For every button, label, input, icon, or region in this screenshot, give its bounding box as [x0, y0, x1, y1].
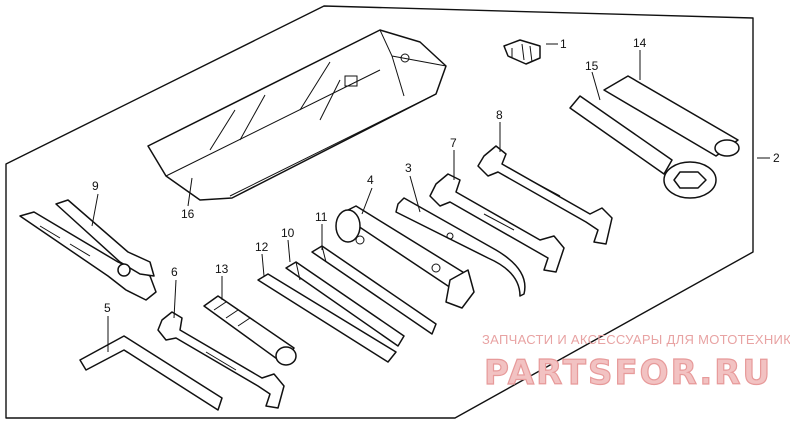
callout-labels: 1 2 3 4 5 6 7 8 9 10 11 12 13 14 15 16 — [92, 36, 780, 315]
watermark-tagline: ЗАПЧАСТИ И АКСЕССУАРЫ ДЛЯ МОТОТЕХНИКИ — [482, 332, 790, 347]
callout-2: 2 — [773, 151, 780, 165]
spark-plug-wrench-4 — [335, 205, 475, 309]
watermark: ЗАПЧАСТИ И АКСЕССУАРЫ ДЛЯ МОТОТЕХНИКИ PA… — [482, 332, 790, 394]
tool-tube-14 — [603, 75, 740, 157]
callout-14: 14 — [633, 36, 647, 50]
watermark-logo: PARTSFOR.RU — [484, 353, 772, 393]
open-end-wrench-6 — [157, 311, 285, 409]
callout-15: 15 — [585, 59, 599, 73]
callout-3: 3 — [405, 161, 412, 175]
handle-13 — [203, 295, 297, 366]
ring-wrench-15 — [569, 95, 717, 199]
callout-13: 13 — [215, 262, 229, 276]
screwdriver-11 — [311, 245, 437, 335]
tool-bag — [147, 29, 447, 201]
callout-16: 16 — [181, 207, 195, 221]
callout-5: 5 — [104, 301, 111, 315]
leader-lines — [91, 43, 770, 352]
callout-8: 8 — [496, 108, 503, 122]
pliers-9 — [19, 199, 157, 301]
open-end-wrench-7 — [429, 173, 565, 273]
open-end-wrench-8 — [477, 145, 613, 245]
callout-1: 1 — [560, 37, 567, 51]
callout-6: 6 — [171, 265, 178, 279]
callout-10: 10 — [281, 226, 295, 240]
callout-11: 11 — [315, 210, 328, 224]
hex-key-5 — [79, 335, 223, 411]
extension-bar-12 — [257, 273, 397, 363]
screwdriver-10 — [285, 261, 405, 347]
tool-clip — [503, 39, 541, 65]
callout-9: 9 — [92, 179, 99, 193]
callout-4: 4 — [367, 173, 374, 187]
kit-frame — [5, 5, 754, 419]
pin-spanner-3 — [395, 197, 526, 297]
callout-7: 7 — [450, 136, 457, 150]
callout-12: 12 — [255, 240, 269, 254]
